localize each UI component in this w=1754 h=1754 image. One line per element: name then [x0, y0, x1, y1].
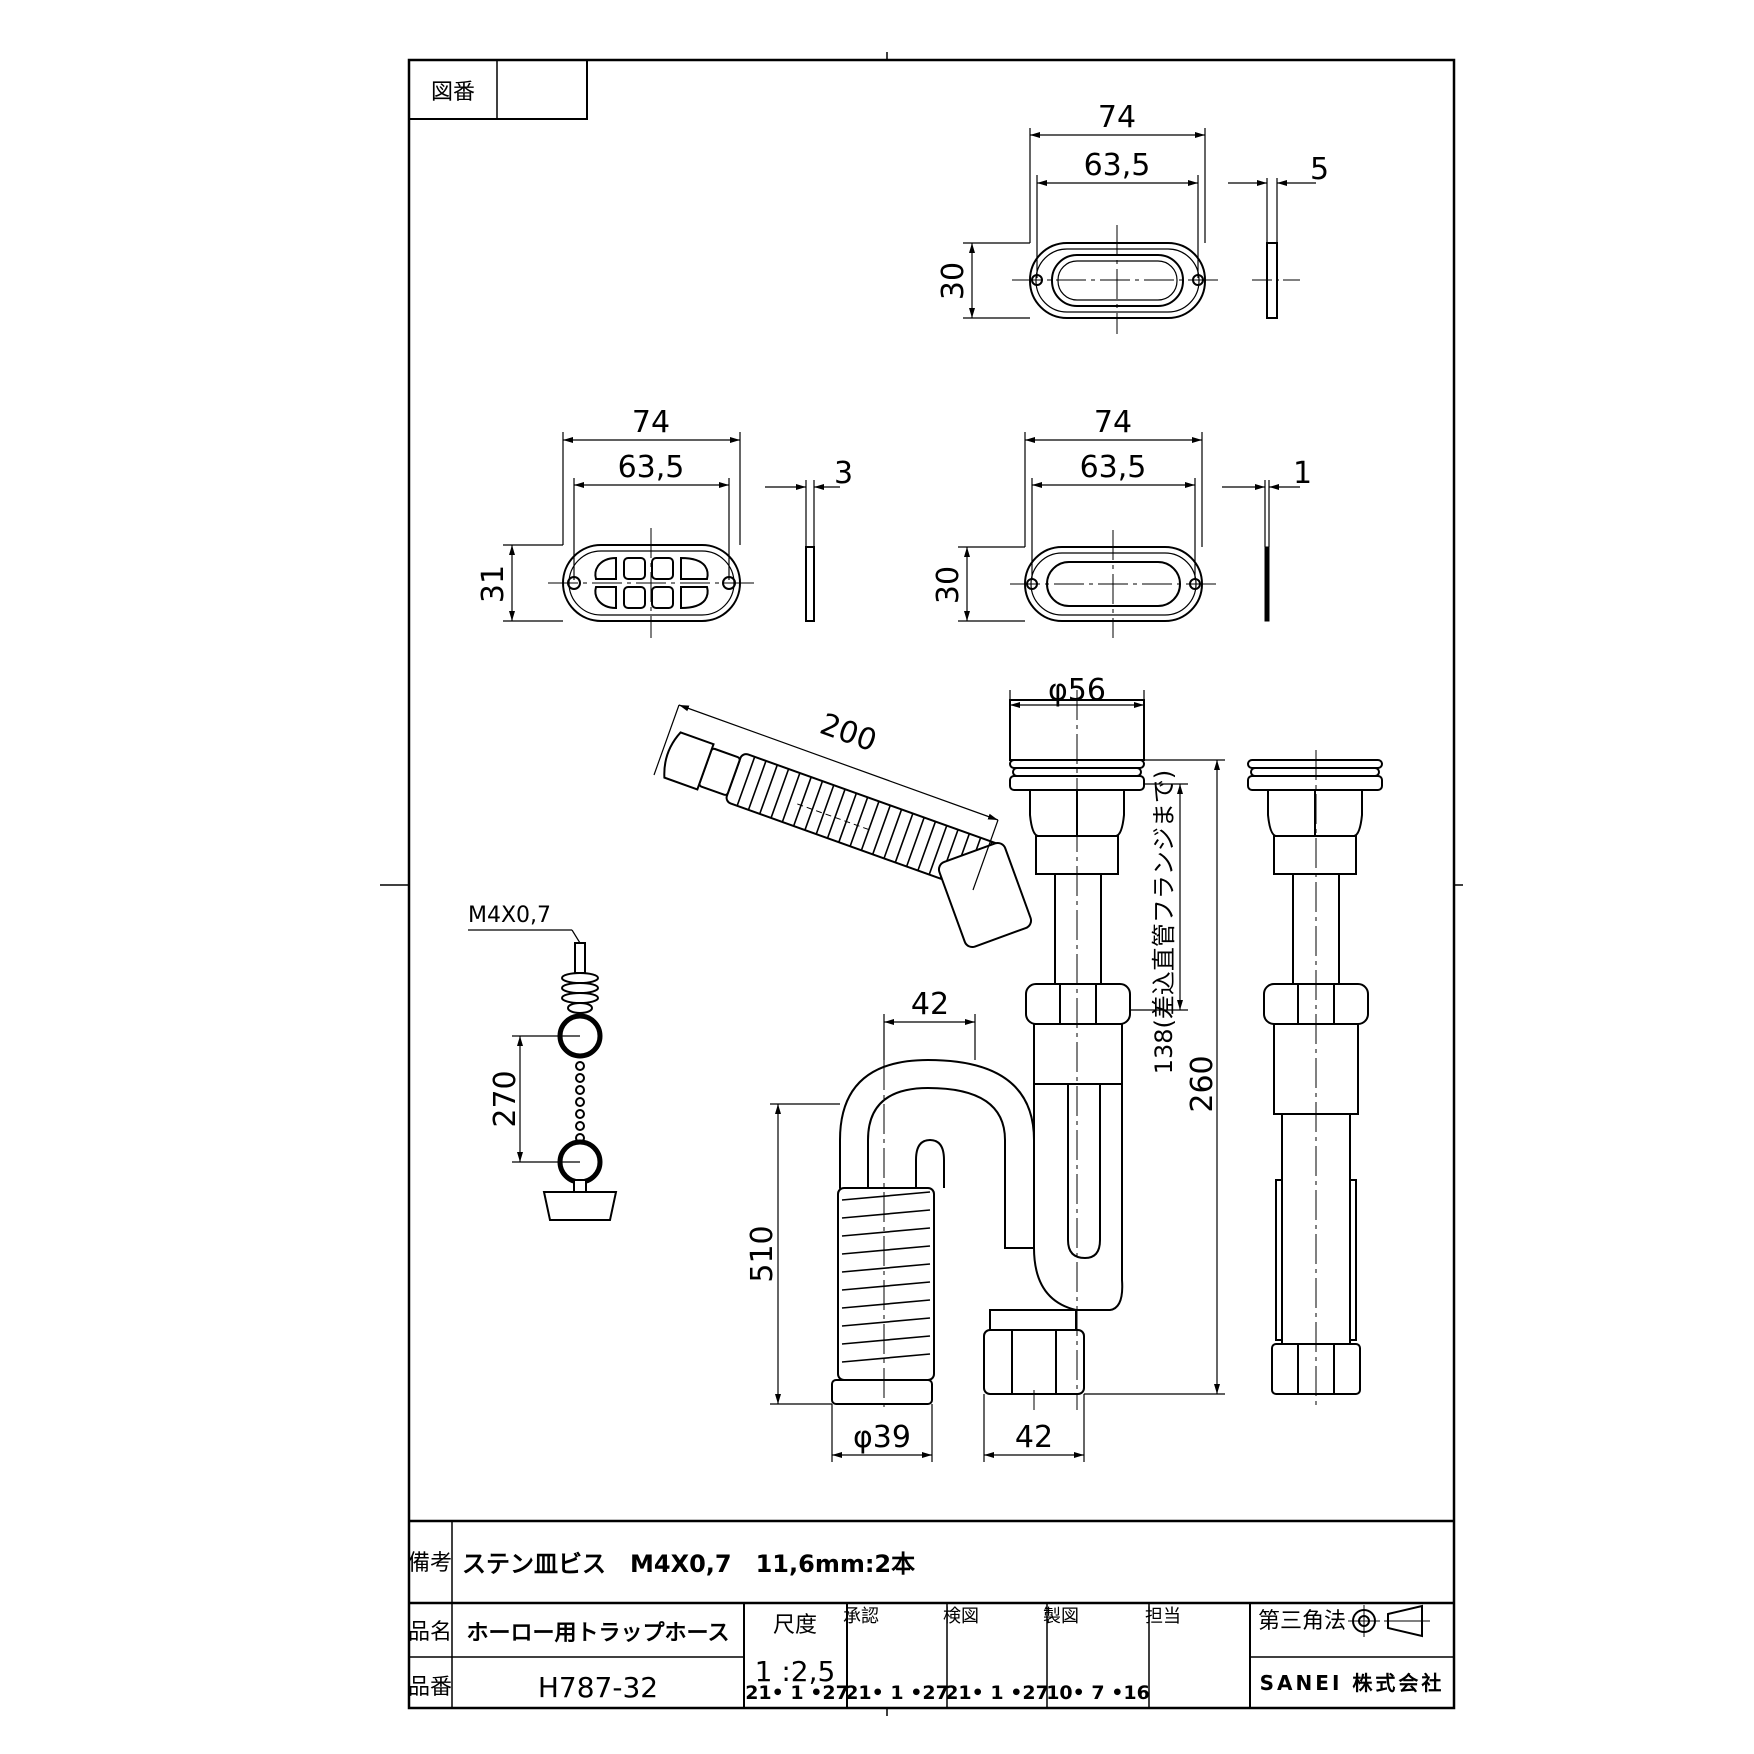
grate-height-label: 31: [476, 565, 511, 603]
bottom-width-label: 42: [1015, 1420, 1053, 1455]
chain-length-label: 270: [488, 1070, 523, 1127]
company-name: SANEI 株式会社: [1260, 1671, 1445, 1695]
trap-side-view: [1247, 750, 1383, 1410]
flange-diameter-label: φ56: [1048, 673, 1106, 708]
oval-ring-part: [1012, 225, 1300, 334]
product-name-value: ホーロー用トラップホース: [467, 1621, 730, 1646]
chain-dimensions: [468, 929, 581, 1163]
approved-label: 承認: [843, 1606, 879, 1627]
plate-hole-pitch-label: 63,5: [1080, 450, 1147, 485]
packing-plate-dimensions: [958, 432, 1300, 622]
grate-hole-pitch-label: 63,5: [618, 450, 685, 485]
grate-part: [548, 528, 815, 638]
drawn-date: 21• 1 •27: [945, 1682, 1049, 1704]
plate-thickness-label: 1: [1293, 456, 1312, 491]
product-name-label: 品名: [408, 1620, 452, 1645]
approved-date: 21• 1 •27: [745, 1682, 849, 1704]
checked-date: 21• 1 •27: [845, 1682, 949, 1704]
hose-length-label: 200: [815, 707, 881, 759]
top-hole-pitch-label: 63,5: [1084, 148, 1151, 183]
top-overall-width-label: 74: [1098, 100, 1136, 135]
scale-value: 1 :2,5: [755, 1655, 836, 1688]
third-angle-projection-icon: [1348, 1604, 1430, 1638]
drawing-number-label: 図番: [431, 80, 475, 105]
packing-plate-part: [1010, 530, 1270, 638]
drawn-label: 製図: [1043, 1606, 1079, 1627]
title-block-lines: [409, 1519, 1454, 1708]
drawing-number-box: 図番: [408, 59, 588, 120]
trap-width-label: 42: [911, 987, 949, 1022]
outlet-hose-length-label: 510: [745, 1225, 780, 1282]
oval-ring-dimensions: [963, 128, 1316, 319]
remarks-label: 備考: [408, 1551, 452, 1576]
scale-label: 尺度: [773, 1613, 817, 1638]
grate-overall-width-label: 74: [632, 405, 670, 440]
plate-height-label: 30: [931, 566, 966, 604]
trap-front-view: [663, 690, 1145, 1410]
plate-overall-width-label: 74: [1094, 405, 1132, 440]
grate-dimensions: [503, 432, 840, 622]
trap-total-height-label: 260: [1185, 1055, 1220, 1112]
product-number-value: H787-32: [538, 1671, 658, 1704]
charge-date: 10• 7 •16: [1046, 1682, 1150, 1704]
product-number-label: 品番: [408, 1675, 452, 1700]
grate-thickness-label: 3: [834, 456, 853, 491]
checked-label: 検図: [943, 1606, 979, 1627]
screw-spec-label: M4X0,7: [468, 903, 551, 928]
charge-label: 担当: [1145, 1606, 1181, 1627]
projection-label: 第三角法: [1258, 1609, 1346, 1634]
chain-plug-part: [542, 942, 618, 1221]
top-height-label: 30: [936, 262, 971, 300]
top-thickness-label: 5: [1310, 152, 1329, 187]
outlet-diameter-label: φ39: [853, 1420, 911, 1455]
drawing-frame: [380, 52, 1463, 1716]
trap-dimensions: [653, 690, 1225, 1462]
remarks-value: ステン皿ビス M4X0,7 11,6mm:2本: [462, 1550, 915, 1578]
insert-pipe-length-label: 138(差込直管フランジまで): [1150, 770, 1178, 1075]
